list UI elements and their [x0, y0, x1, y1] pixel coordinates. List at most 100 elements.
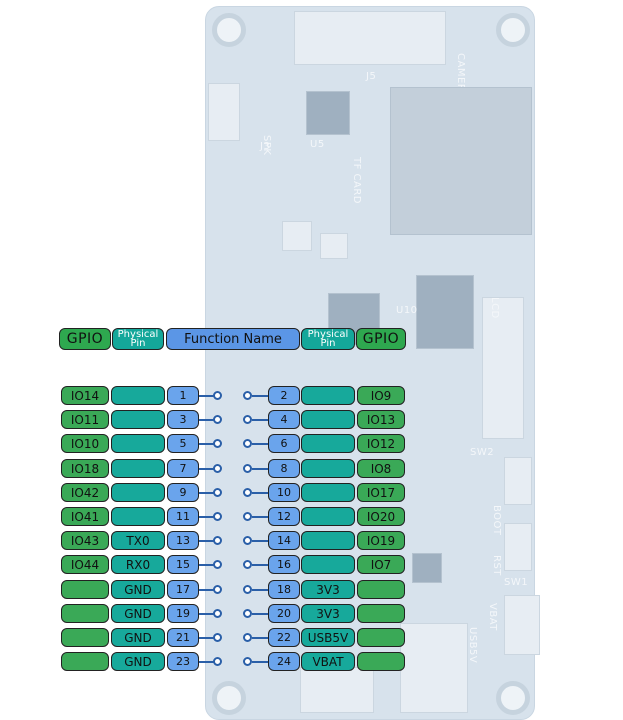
right-pin-number: 2 [268, 386, 300, 405]
right-pin-leader [252, 516, 268, 518]
right-gpio-cell: IO20 [357, 507, 405, 526]
usb5v-label: USB5V [467, 627, 478, 664]
lcd-connector [482, 297, 524, 439]
right-pin-dot [243, 536, 252, 545]
left-pin-leader [199, 540, 215, 542]
left-function-cell [111, 459, 165, 478]
left-pin-number: 23 [167, 652, 199, 671]
left-gpio-cell: IO18 [61, 459, 109, 478]
left-pin-leader [199, 468, 215, 470]
left-gpio-cell: IO44 [61, 555, 109, 574]
boot-button [504, 457, 532, 505]
right-pin-dot [243, 609, 252, 618]
right-pin-number: 20 [268, 604, 300, 623]
left-pin-number: 13 [167, 531, 199, 550]
mount-hole [496, 13, 530, 47]
right-pin-dot [243, 512, 252, 521]
right-pin-leader [252, 613, 268, 615]
boot-label: BOOT [491, 505, 502, 536]
left-function-cell: RX0 [111, 555, 165, 574]
left-pin-number: 15 [167, 555, 199, 574]
right-pin-number: 18 [268, 580, 300, 599]
left-pin-leader [199, 492, 215, 494]
right-pin-dot [243, 488, 252, 497]
left-pin-dot [213, 415, 222, 424]
right-pin-dot [243, 391, 252, 400]
left-pin-number: 19 [167, 604, 199, 623]
right-gpio-cell: IO7 [357, 555, 405, 574]
left-pin-leader [199, 419, 215, 421]
right-pin-leader [252, 419, 268, 421]
right-pin-number: 16 [268, 555, 300, 574]
left-pin-dot [213, 633, 222, 642]
right-pin-dot [243, 560, 252, 569]
header-physical-pin-right: Physical Pin [301, 328, 355, 350]
header-gpio-left: GPIO [59, 328, 111, 350]
right-pin-dot [243, 633, 252, 642]
right-gpio-cell [357, 604, 405, 623]
right-pin-leader [252, 443, 268, 445]
dev-board: CAMERA J5 SPK J3 U5 TF CARD U10 LCD BOOT… [205, 6, 540, 720]
left-gpio-cell [61, 604, 109, 623]
right-gpio-cell [357, 652, 405, 671]
left-pin-number: 7 [167, 459, 199, 478]
right-function-cell [301, 386, 355, 405]
left-pin-number: 9 [167, 483, 199, 502]
left-function-cell [111, 410, 165, 429]
right-pin-leader [252, 564, 268, 566]
vbat-label: VBAT [487, 603, 498, 631]
header-function-name: Function Name [166, 328, 300, 350]
rst-button [504, 523, 532, 571]
right-pin-number: 4 [268, 410, 300, 429]
header-gpio-right: GPIO [356, 328, 406, 350]
left-function-cell: TX0 [111, 531, 165, 550]
header-gpio-left-label: GPIO [66, 331, 104, 347]
battery-connector [300, 667, 374, 713]
right-gpio-cell: IO12 [357, 434, 405, 453]
j3-label: J3 [260, 141, 271, 152]
right-function-cell [301, 507, 355, 526]
right-pin-number: 14 [268, 531, 300, 550]
usb-c-port [400, 623, 468, 713]
j5-label: J5 [366, 71, 377, 82]
left-pin-leader [199, 661, 215, 663]
right-gpio-cell: IO17 [357, 483, 405, 502]
left-pin-dot [213, 391, 222, 400]
right-function-cell: 3V3 [301, 580, 355, 599]
right-gpio-cell: IO8 [357, 459, 405, 478]
right-function-cell [301, 459, 355, 478]
right-function-cell [301, 483, 355, 502]
left-pin-leader [199, 395, 215, 397]
left-function-cell: GND [111, 580, 165, 599]
left-gpio-cell: IO43 [61, 531, 109, 550]
sw1-label: SW1 [504, 577, 529, 588]
right-gpio-cell: IO9 [357, 386, 405, 405]
mount-hole [496, 681, 530, 715]
left-pin-leader [199, 589, 215, 591]
right-pin-dot [243, 415, 252, 424]
right-pin-leader [252, 661, 268, 663]
mount-hole [212, 681, 246, 715]
component [320, 233, 348, 259]
left-pin-dot [213, 560, 222, 569]
left-pin-number: 3 [167, 410, 199, 429]
left-function-cell [111, 386, 165, 405]
right-gpio-cell [357, 580, 405, 599]
left-pin-dot [213, 536, 222, 545]
right-function-cell [301, 434, 355, 453]
right-pin-leader [252, 589, 268, 591]
right-pin-number: 8 [268, 459, 300, 478]
left-gpio-cell: IO41 [61, 507, 109, 526]
rst-label: RST [491, 555, 502, 576]
right-pin-dot [243, 464, 252, 473]
left-gpio-cell [61, 628, 109, 647]
left-function-cell [111, 507, 165, 526]
right-function-cell: 3V3 [301, 604, 355, 623]
right-pin-dot [243, 585, 252, 594]
right-pin-leader [252, 395, 268, 397]
lcd-label: LCD [489, 297, 500, 319]
right-pin-dot [243, 657, 252, 666]
left-pin-leader [199, 564, 215, 566]
left-gpio-cell: IO11 [61, 410, 109, 429]
left-pin-dot [213, 657, 222, 666]
